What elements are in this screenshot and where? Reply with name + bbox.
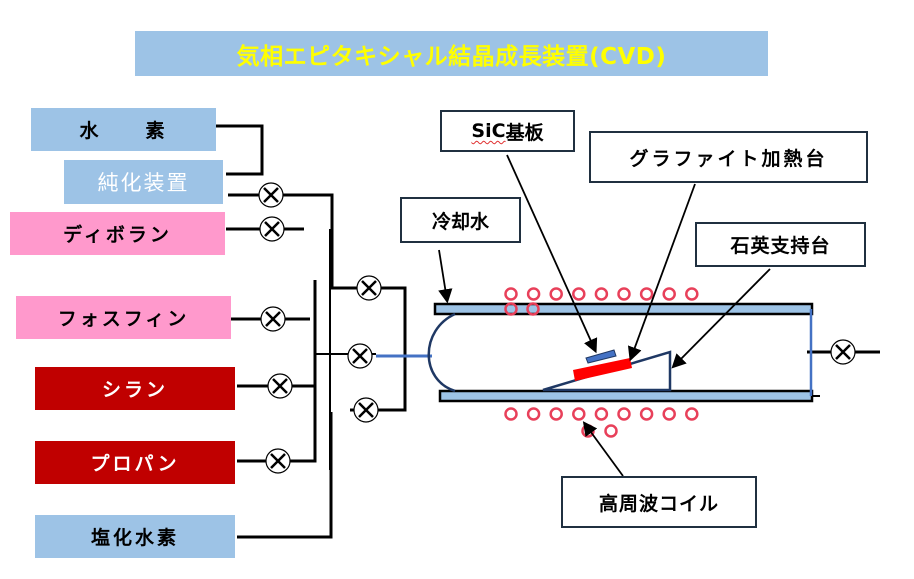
valve-icon[interactable] (356, 275, 382, 301)
coil-turn (504, 287, 518, 301)
tube-end-cap (427, 312, 456, 393)
gas-source-hydrogen-chloride: 塩化水素 (35, 515, 235, 558)
leader-cooling-water (438, 249, 453, 304)
valve-icon[interactable] (265, 448, 291, 474)
quartz-tube-lower-wall (438, 389, 814, 403)
quartz-tube-upper-wall (433, 302, 814, 316)
coil-turn (639, 407, 654, 421)
coil-turn (662, 287, 676, 301)
coil-turn (504, 302, 518, 316)
valve-icon[interactable] (353, 397, 379, 423)
leader-rf-coil (582, 421, 624, 477)
callout-graphite-heater: グラファイト加熱台 (589, 131, 868, 183)
valve-icon[interactable] (267, 373, 293, 399)
gas-source-propane: プロパン (35, 441, 235, 484)
graphite-heater (573, 358, 632, 381)
pipe-propane (237, 280, 317, 463)
coil-turn (504, 407, 518, 421)
pipe-hcl (237, 412, 333, 539)
valve-icon[interactable] (258, 182, 284, 208)
coil-turn (572, 287, 586, 301)
callout-sic-suffix: 基板 (505, 121, 544, 144)
coil-turn (572, 407, 586, 421)
leader-sic-substrate (506, 154, 598, 354)
callout-leaders (438, 154, 771, 477)
sic-substrate (585, 349, 617, 364)
coil-turn (526, 407, 541, 421)
leader-quartz-support (671, 268, 771, 369)
callout-cooling-water: 冷却水 (400, 197, 521, 243)
rf-coil (504, 287, 699, 438)
coil-turn (594, 287, 609, 301)
gas-source-silane: シラン (35, 367, 235, 410)
coil-turn (594, 407, 609, 421)
gas-source-phosphine: フォスフィン (16, 296, 231, 339)
coil-turn (549, 287, 563, 301)
valves (258, 182, 856, 474)
coil-turn (685, 407, 699, 421)
coil-turn (549, 407, 563, 421)
gas-source-diborane: ディボラン (10, 212, 225, 255)
valve-icon[interactable] (260, 306, 286, 332)
coil-turn (604, 424, 618, 438)
coil-turn (526, 287, 541, 301)
gas-source-hydrogen: 水 素 (31, 108, 216, 151)
valve-icon[interactable] (259, 216, 285, 242)
callout-rf-coil: 高周波コイル (561, 476, 757, 528)
coil-turn (526, 302, 540, 316)
valve-icon[interactable] (830, 339, 856, 365)
coil-turn (639, 287, 654, 301)
diagram-title: 気相エピタキシャル結晶成長装置(CVD) (135, 31, 768, 76)
purifier-box: 純化装置 (64, 160, 223, 204)
coil-turn (662, 407, 676, 421)
coil-turn (685, 287, 699, 301)
pipe-hydrogen-to-purifier (216, 124, 264, 176)
callout-quartz-support: 石英支持台 (695, 222, 866, 267)
coil-turn (617, 287, 631, 301)
coil-turn (617, 407, 631, 421)
gas-piping (216, 124, 880, 539)
callout-sic-prefix: SiC (471, 120, 506, 142)
leader-graphite-heater (627, 183, 696, 362)
valve-icon[interactable] (347, 343, 373, 369)
